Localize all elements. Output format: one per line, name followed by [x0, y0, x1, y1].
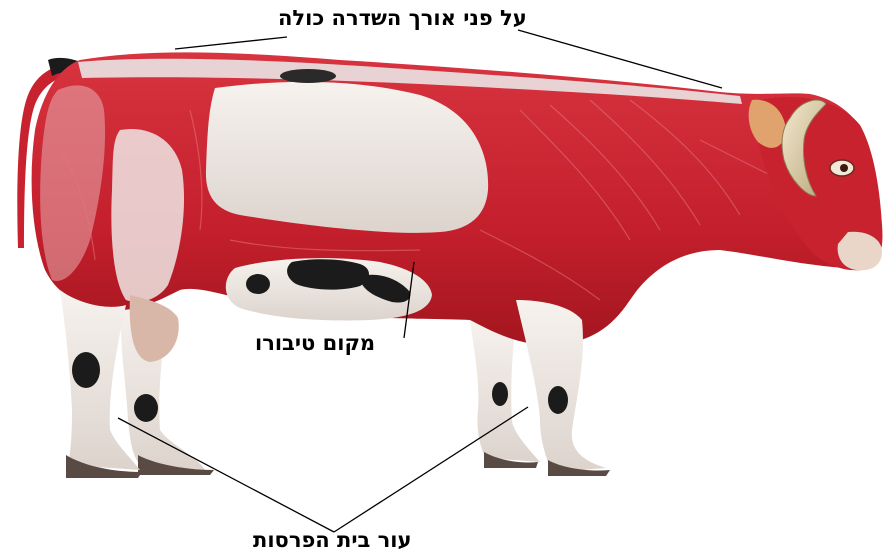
spot-belly-3	[246, 274, 270, 294]
spot-front-leg-far	[492, 382, 508, 406]
spot-hind-leg-2	[134, 394, 158, 422]
eye-pupil	[840, 164, 848, 172]
spot-front-leg	[548, 386, 568, 414]
spot-back	[280, 69, 336, 83]
leader-line-spine-left	[175, 37, 287, 49]
spot-hind-leg-1	[72, 352, 100, 388]
spot-belly-1	[287, 259, 369, 289]
label-navel-location: מקום טיבורו	[255, 333, 375, 354]
label-along-spine: על פני אורך השדרה כולה	[278, 8, 527, 29]
label-hoof-skin: עור בית הפרסות	[253, 530, 412, 551]
leader-line-hoof-right	[334, 407, 528, 532]
